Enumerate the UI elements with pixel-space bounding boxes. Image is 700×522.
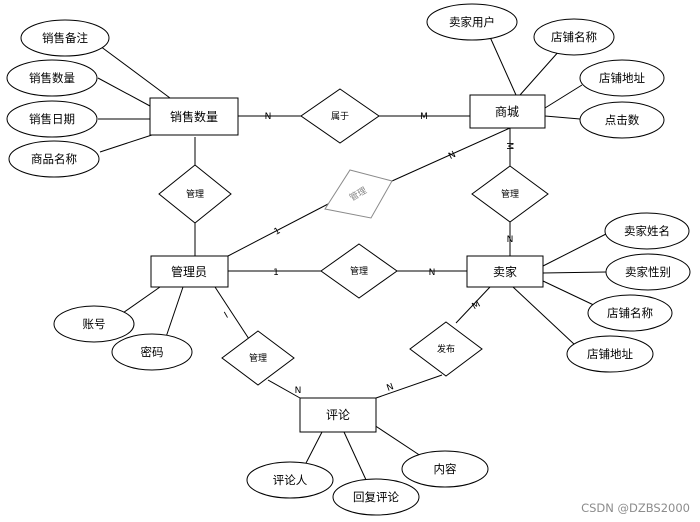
attr-seller-user-label: 卖家用户	[449, 15, 495, 29]
attr-sales-date-label: 销售日期	[29, 112, 75, 126]
edge-publish-review	[375, 374, 443, 399]
entity-seller-label: 卖家	[493, 264, 517, 279]
edge-sales-qty	[97, 77, 151, 107]
attr-sales-note-label: 销售备注	[42, 31, 88, 45]
attr-seller-name-label: 卖家姓名	[624, 224, 670, 238]
attr-seller-shop-name: 店铺名称	[587, 294, 673, 332]
entity-review: 评论	[299, 397, 377, 433]
entity-admin: 管理员	[150, 255, 229, 288]
edge-mall-shopname	[519, 49, 561, 96]
edge-seller-shopname	[542, 280, 601, 309]
relationship-nodes: 属于 管理 管理 管理 管理 管理 发布	[158, 88, 549, 386]
card-admin-rel: 1	[273, 268, 279, 278]
edge-seller-shopaddr	[512, 286, 576, 346]
attr-account-label: 账号	[83, 317, 106, 331]
attr-clicks: 点击数	[579, 101, 665, 139]
card-belongs-mall: M	[420, 112, 428, 122]
edge-admin-faded-rel	[227, 202, 331, 257]
edge-faded-rel-mall	[391, 127, 511, 182]
rel-admin-sales-label: 管理	[186, 188, 204, 200]
rel-mall-seller-label: 管理	[501, 188, 519, 200]
attribute-nodes: 销售备注 销售数量 销售日期 商品名称 卖家用户 店铺名称 店铺地址 点击数	[6, 3, 691, 516]
attr-sales-date: 销售日期	[6, 100, 98, 138]
attr-reply: 回复评论	[332, 478, 420, 516]
attr-account: 账号	[53, 305, 135, 343]
attr-mall-shop-addr: 店铺地址	[579, 59, 665, 97]
rel-publish-label: 发布	[437, 343, 455, 355]
rel-admin-seller: 管理	[320, 243, 398, 299]
edge-mall-clicks	[544, 115, 581, 120]
attr-password: 密码	[111, 333, 193, 371]
attr-seller-shop-name-label: 店铺名称	[607, 306, 653, 320]
attr-mall-shop-name-label: 店铺名称	[551, 30, 597, 44]
attr-product-name: 商品名称	[8, 140, 100, 178]
rel-admin-review: 管理	[221, 330, 295, 386]
card-seller-publish: M	[471, 300, 483, 313]
attr-seller-gender-label: 卖家性别	[625, 265, 671, 279]
attr-sales-qty: 销售数量	[6, 59, 98, 97]
card-mall-rel: M	[504, 142, 514, 150]
entity-sales: 销售数量	[149, 97, 239, 136]
rel-admin-mall: 管理	[324, 169, 393, 219]
card-publish-review: N	[385, 382, 395, 394]
edge-mall-shopaddr	[544, 84, 583, 109]
diagram-edges	[97, 36, 607, 483]
watermark-text: CSDN @DZBS2000	[581, 501, 690, 515]
card-rel-seller2: N	[429, 268, 436, 278]
entity-sales-label: 销售数量	[170, 109, 218, 124]
rel-publish: 发布	[409, 321, 483, 377]
attr-product-name-label: 商品名称	[31, 152, 77, 166]
attr-seller-shop-addr-label: 店铺地址	[587, 347, 633, 361]
entity-admin-label: 管理员	[171, 264, 207, 279]
edge-sales-product	[99, 132, 159, 153]
attr-content-label: 内容	[434, 462, 457, 476]
edge-seller-publish	[455, 286, 491, 324]
rel-belongs: 属于	[300, 88, 380, 144]
attr-mall-shop-name: 店铺名称	[533, 18, 615, 56]
card-rel-review: N	[295, 386, 302, 396]
attr-sales-qty-label: 销售数量	[29, 71, 75, 85]
attr-mall-shop-addr-label: 店铺地址	[599, 71, 645, 85]
card-sales-belongs: N	[265, 112, 272, 122]
attr-clicks-label: 点击数	[605, 113, 640, 127]
rel-mall-seller: 管理	[471, 165, 549, 223]
attr-reviewer-label: 评论人	[273, 473, 308, 487]
rel-admin-seller-label: 管理	[350, 265, 368, 277]
edge-review-reviewer	[304, 431, 323, 466]
edge-sales-note	[99, 45, 171, 99]
rel-admin-review-label: 管理	[249, 352, 267, 364]
entity-seller: 卖家	[466, 255, 544, 288]
edge-admin-password	[164, 286, 184, 341]
entity-mall: 商城	[469, 94, 546, 129]
attr-seller-name: 卖家姓名	[604, 212, 690, 250]
attr-seller-shop-addr: 店铺地址	[566, 335, 654, 373]
entity-mall-label: 商城	[495, 104, 519, 119]
attr-sales-note: 销售备注	[20, 19, 110, 57]
attr-reply-label: 回复评论	[353, 490, 399, 504]
entity-review-label: 评论	[326, 408, 350, 422]
card-admin-review: I	[223, 311, 230, 321]
edge-seller-name	[542, 233, 607, 267]
attr-seller-gender: 卖家性别	[605, 253, 691, 291]
edge-admin-account	[119, 286, 161, 316]
attr-password-label: 密码	[141, 345, 164, 359]
card-mall-admin: N	[447, 150, 458, 162]
edge-admin-review-rel	[214, 286, 250, 340]
attr-seller-user: 卖家用户	[426, 3, 518, 41]
entity-nodes: 销售数量 商城 管理员 卖家 评论	[149, 94, 546, 433]
edge-review-rel-review	[267, 379, 301, 399]
card-rel-seller: N	[507, 235, 514, 245]
attr-reviewer: 评论人	[246, 461, 334, 499]
rel-admin-sales: 管理	[158, 164, 232, 224]
card-admin-mall: 1	[273, 226, 283, 238]
edge-review-reply	[343, 431, 368, 483]
attr-content: 内容	[401, 450, 489, 488]
edge-seller-gender	[542, 271, 607, 274]
cardinality-labels: N M N 1 M N 1 N I N M N	[223, 112, 514, 396]
rel-belongs-label: 属于	[331, 111, 349, 122]
edge-mall-user	[489, 36, 517, 96]
